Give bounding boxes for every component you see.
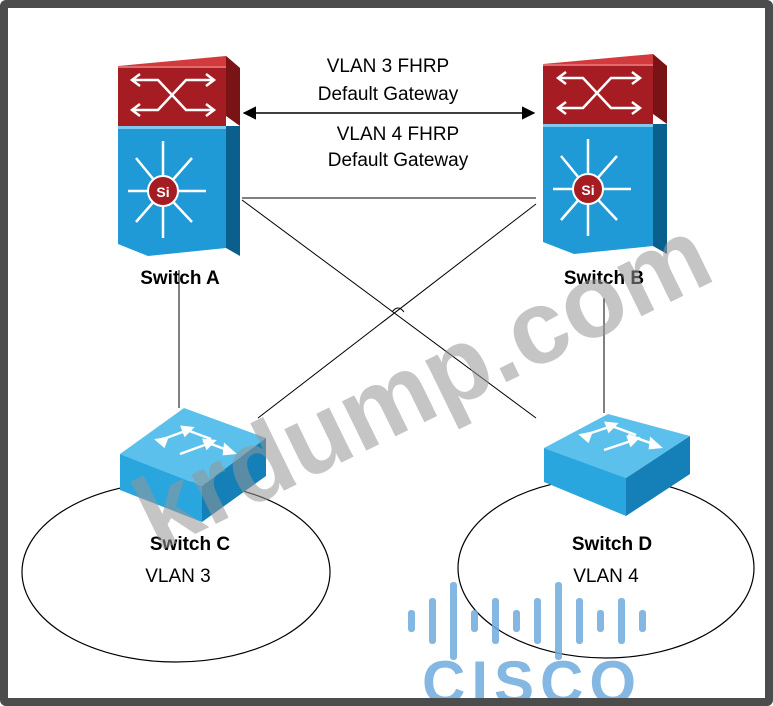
switch-d-label: Switch D [571,534,653,555]
cisco-logo-bars [408,582,646,660]
switch-c-label: Switch C [149,534,231,555]
link-crossover-hop [391,307,405,313]
vlan4-label: VLAN 4 [573,566,639,587]
link-b-c [257,203,537,419]
link-a-d [241,199,537,419]
fhrp-vlan4-line1: VLAN 4 FHRP [336,124,460,145]
switch-b-label: Switch B [563,268,645,289]
topology-canvas: Si Si [21,54,755,663]
switch-c-device[interactable] [120,408,266,522]
fhrp-vlan4-line2: Default Gateway [327,150,469,171]
switch-a-badge: Si [156,184,169,200]
vlan3-label: VLAN 3 [145,566,211,587]
cisco-logo-word: CISCO [422,649,643,706]
switch-a-device[interactable] [118,56,240,256]
switch-b-device[interactable] [543,54,667,254]
switch-d-device[interactable] [544,414,690,516]
switch-a-label: Switch A [140,268,220,289]
switch-b-badge: Si [581,182,594,198]
fhrp-vlan3-line1: VLAN 3 FHRP [326,56,450,77]
fhrp-vlan3-line2: Default Gateway [317,84,459,105]
